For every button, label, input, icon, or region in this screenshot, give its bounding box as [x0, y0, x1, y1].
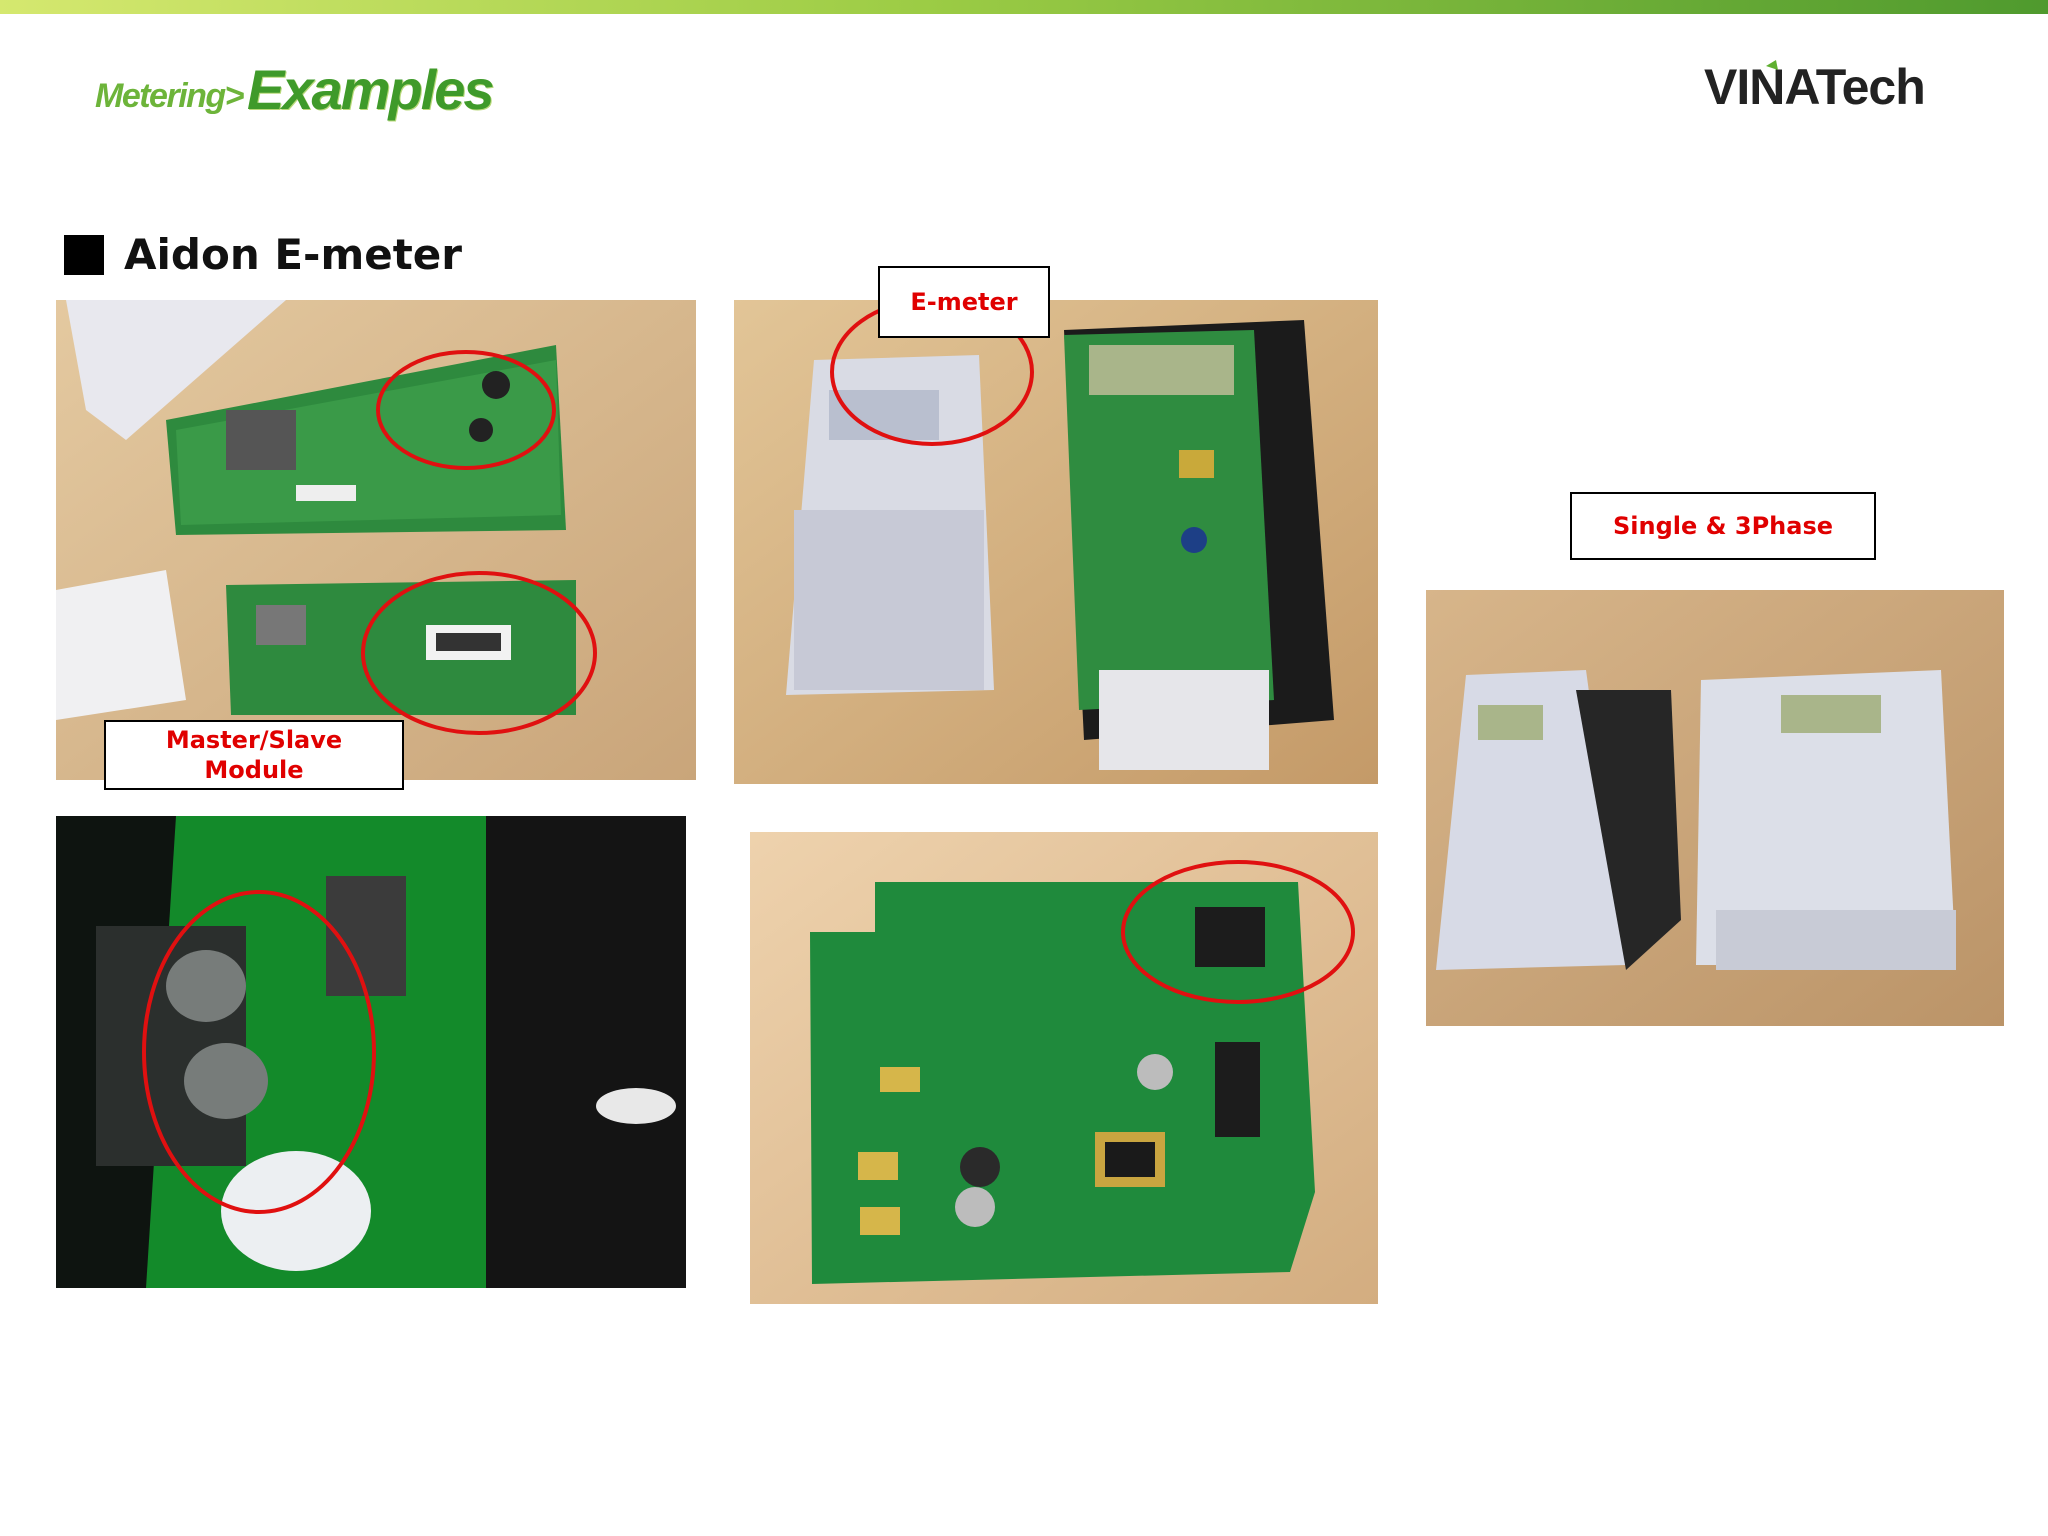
- vinatech-logo: VINATech: [1704, 56, 2004, 116]
- label-master-slave-line1: Master/Slave: [165, 726, 343, 754]
- photo-emeter-open: [734, 300, 1378, 784]
- vinatech-logo-mark: VINATech: [1704, 59, 1926, 115]
- label-emeter: E-meter: [878, 266, 1050, 338]
- section-heading: Aidon E-meter: [64, 230, 462, 279]
- label-emeter-text: E-meter: [910, 288, 1018, 316]
- page-title: Metering> Examples: [95, 52, 495, 122]
- photo-single-3phase-meters: [1426, 590, 2004, 1026]
- vinatech-logo-text: VINATech: [1704, 59, 1925, 115]
- header-accent-bar: [0, 0, 2048, 14]
- label-master-slave-module: Master/Slave Module: [104, 720, 404, 790]
- photo-master-slave-boards: [56, 300, 696, 780]
- photo-emeter-pcb: [750, 832, 1378, 1304]
- section-title: Aidon E-meter: [124, 230, 462, 279]
- label-master-slave-line2: Module: [204, 756, 304, 784]
- label-single-3phase: Single & 3Phase: [1570, 492, 1876, 560]
- bullet-square-icon: [64, 234, 104, 275]
- page-title-section: Metering>: [95, 77, 245, 115]
- photo-capacitors-closeup: [56, 816, 686, 1288]
- label-single-3phase-text: Single & 3Phase: [1612, 512, 1834, 540]
- page-title-main: Examples: [247, 58, 494, 121]
